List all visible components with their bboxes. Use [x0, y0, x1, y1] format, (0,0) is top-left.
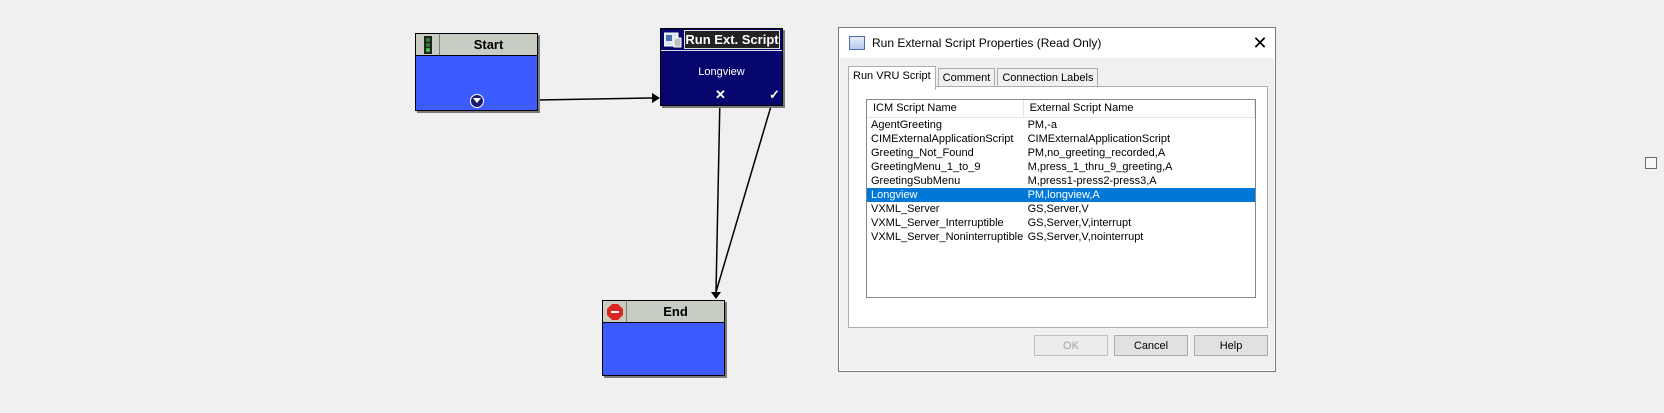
- icm-script-name-cell: GreetingSubMenu: [871, 175, 961, 187]
- start-node-title: Start: [473, 37, 504, 52]
- run-ext-script-subtitle: Longview: [698, 66, 745, 78]
- external-script-name-cell: CIMExternalApplicationScript: [1027, 133, 1171, 145]
- external-script-name-cell: PM,no_greeting_recorded,A: [1027, 147, 1166, 159]
- run-ext-script-node[interactable]: Run Ext. Script Longview ✕ ✓: [660, 28, 783, 106]
- failure-x-icon[interactable]: ✕: [715, 87, 726, 102]
- arrow-input-run: [652, 93, 660, 103]
- tab-strip: Run VRU Script Comment Connection Labels: [848, 66, 1100, 90]
- dialog-titlebar[interactable]: Run External Script Properties (Read Onl…: [839, 28, 1275, 58]
- list-header: ICM Script Name External Script Name: [867, 100, 1255, 118]
- start-node[interactable]: Start: [415, 33, 538, 111]
- icm-script-name-cell: AgentGreeting: [871, 119, 942, 131]
- dialog-title: Run External Script Properties (Read Onl…: [872, 36, 1102, 50]
- success-check-icon[interactable]: ✓: [769, 87, 780, 102]
- external-script-name-cell: GS,Server,V: [1027, 203, 1089, 215]
- list-item[interactable]: GreetingSubMenu M,press1-press2-press3,A: [867, 174, 1255, 188]
- close-icon[interactable]: ✕: [1252, 33, 1268, 53]
- help-button[interactable]: Help: [1194, 335, 1268, 356]
- tab-panel: ICM Script Name External Script Name Age…: [848, 86, 1268, 328]
- run-ext-script-title: Run Ext. Script: [684, 30, 780, 49]
- chevron-down-icon[interactable]: [470, 94, 484, 108]
- start-node-header: Start: [416, 34, 537, 56]
- tab-connection-labels[interactable]: Connection Labels: [997, 68, 1099, 89]
- external-script-name-cell: GS,Server,V,interrupt: [1027, 217, 1132, 229]
- cancel-button[interactable]: Cancel: [1114, 335, 1188, 356]
- script-list[interactable]: ICM Script Name External Script Name Age…: [866, 99, 1256, 298]
- stop-sign-icon: [603, 301, 627, 322]
- end-node-title: End: [663, 304, 688, 319]
- external-script-name-cell: GS,Server,V,nointerrupt: [1027, 231, 1144, 243]
- external-script-name-cell: PM,longview,A: [1027, 189, 1100, 201]
- icm-script-name-cell: Longview: [871, 189, 918, 201]
- script-icon: [661, 29, 684, 50]
- window-icon: [849, 36, 865, 50]
- icm-script-name-cell: CIMExternalApplicationScript: [871, 133, 1014, 145]
- list-item[interactable]: Greeting_Not_Found PM,no_greeting_recorde…: [867, 146, 1255, 160]
- icm-script-name-cell: VXML_Server_Noninterruptible: [871, 231, 1024, 243]
- ok-button[interactable]: OK: [1034, 335, 1108, 356]
- tab-run-vru-script[interactable]: Run VRU Script: [848, 66, 936, 90]
- list-item[interactable]: Longview PM,longview,A: [867, 188, 1255, 202]
- column-external-script-name[interactable]: External Script Name: [1024, 100, 1255, 117]
- connection-start-to-run[interactable]: [537, 97, 653, 101]
- traffic-light-icon: [416, 34, 440, 55]
- icm-script-name-cell: VXML_Server_Interruptible: [871, 217, 1004, 229]
- column-icm-script-name[interactable]: ICM Script Name: [867, 100, 1024, 117]
- external-script-name-cell: M,press_1_thru_9_greeting,A: [1027, 161, 1173, 173]
- list-item[interactable]: VXML_Server_Interruptible GS,Server,V,int…: [867, 216, 1255, 230]
- list-item[interactable]: CIMExternalApplicationScript CIMExternalA…: [867, 132, 1255, 146]
- tab-comment[interactable]: Comment: [937, 68, 996, 89]
- list-item[interactable]: GreetingMenu_1_to_9 M,press_1_thru_9_gree…: [867, 160, 1255, 174]
- end-node-header: End: [603, 301, 724, 323]
- connection-run-failure-to-end[interactable]: [715, 95, 721, 293]
- resize-handle[interactable]: [1645, 157, 1657, 169]
- properties-dialog: Run External Script Properties (Read Onl…: [838, 27, 1276, 372]
- run-ext-script-header: Run Ext. Script: [661, 29, 782, 51]
- button-bar: OK Cancel Help: [1034, 335, 1268, 356]
- icm-script-name-cell: GreetingMenu_1_to_9: [871, 161, 981, 173]
- list-item[interactable]: VXML_Server GS,Server,V: [867, 202, 1255, 216]
- external-script-name-cell: M,press1-press2-press3,A: [1027, 175, 1157, 187]
- icm-script-name-cell: Greeting_Not_Found: [871, 147, 974, 159]
- icm-script-name-cell: VXML_Server: [871, 203, 940, 215]
- end-node[interactable]: End: [602, 300, 725, 376]
- connection-run-success-to-end[interactable]: [715, 95, 775, 293]
- list-item[interactable]: AgentGreeting PM,-a: [867, 118, 1255, 132]
- external-script-name-cell: PM,-a: [1027, 119, 1057, 131]
- arrow-input-end: [711, 292, 721, 299]
